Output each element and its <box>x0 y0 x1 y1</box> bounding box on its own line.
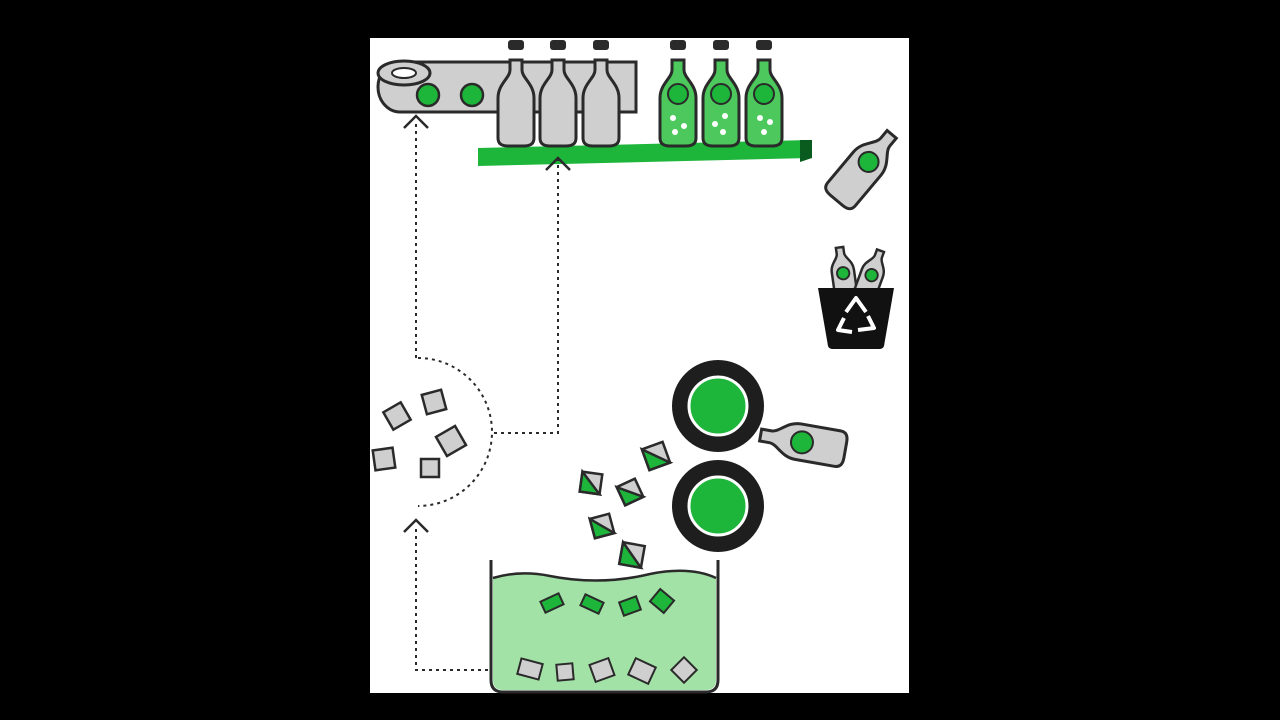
filled-bottle-icon <box>744 40 784 148</box>
flow-flakes-to-bottles <box>494 160 559 434</box>
chevron-up-icon <box>403 114 429 129</box>
empty-bottles <box>496 40 621 148</box>
falling-flakes <box>578 440 674 570</box>
flake <box>614 477 647 507</box>
sunken-gray-flakes <box>516 655 699 686</box>
letterbox-right <box>1092 0 1280 720</box>
arrowheads <box>403 114 571 533</box>
recycle-bin-icon <box>818 244 894 349</box>
washing-tank <box>489 560 720 694</box>
filled-bottle-icon <box>701 40 741 148</box>
flake <box>578 468 604 496</box>
chevron-up-icon <box>545 156 571 171</box>
flow-tank-to-flakes <box>415 528 488 671</box>
flake <box>639 440 674 472</box>
flow-arrows <box>415 124 559 671</box>
discarded-bottle-icon <box>821 121 908 214</box>
floating-green-flakes <box>539 587 676 617</box>
separated-flakes <box>371 357 493 507</box>
flake <box>617 539 647 570</box>
filled-bottle-icon <box>658 40 698 148</box>
label-dot <box>459 82 485 108</box>
crusher-rollers-icon <box>672 360 764 552</box>
flake <box>587 512 618 540</box>
empty-bottle-icon <box>496 40 536 148</box>
letterbox-left <box>0 0 192 720</box>
empty-bottle-icon <box>581 40 621 148</box>
empty-bottle-icon <box>538 40 578 148</box>
filled-bottles <box>658 40 784 148</box>
recycle-symbol-icon <box>836 296 876 334</box>
chevron-up-icon <box>403 518 429 533</box>
bottle-into-crusher-icon <box>755 415 850 470</box>
label-dot <box>415 82 441 108</box>
